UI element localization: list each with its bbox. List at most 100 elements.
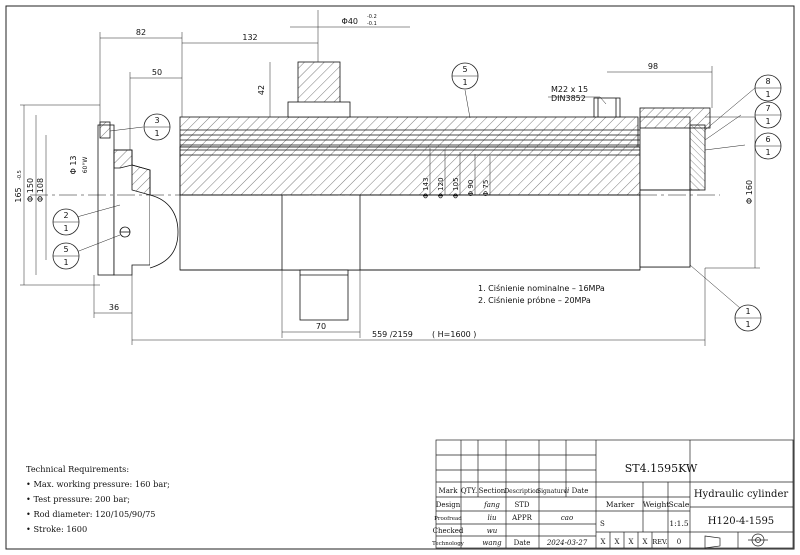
part-name: Hydraulic cylinder: [694, 489, 789, 500]
dim-42: 42: [257, 85, 266, 95]
dim-82: 82: [136, 28, 146, 37]
dim-108: Φ 108: [36, 178, 45, 202]
row-technology-v2: Date: [514, 539, 531, 547]
balloon-bottom: 1: [462, 78, 467, 87]
dim-132: 132: [242, 33, 257, 42]
row-proofread-label: Proofread: [434, 516, 462, 522]
technical-requirements: Technical Requirements: Max. working pre…: [26, 462, 286, 537]
dim-160: Φ 160: [745, 180, 754, 204]
mark-x1: X: [601, 538, 606, 546]
hdr-mark: Mark: [439, 487, 459, 495]
balloon-bottom: 1: [745, 320, 750, 329]
note-test: 2. Ciśnienie próbne – 20MPa: [478, 295, 591, 305]
projection-symbol-icon: [704, 533, 768, 549]
row-proofread-v2: APPR: [511, 514, 532, 522]
balloon-top: 8: [765, 77, 770, 86]
row-design-v2: STD: [514, 501, 529, 509]
title-block-text: ST4.1595KW Hydraulic cylinder H120-4-159…: [432, 462, 788, 547]
dim-inner-143: Φ 143: [422, 177, 430, 198]
balloon-2: 3 1: [143, 113, 171, 141]
dim-stroke: 559 /2159: [372, 330, 413, 339]
row-technology-v3: 2024-03-27: [546, 539, 588, 547]
marker-label: Marker: [606, 500, 635, 509]
dim-m22: M22 x 15: [551, 85, 588, 94]
balloon-top: 5: [63, 245, 68, 254]
balloon-top: 5: [462, 65, 467, 74]
weight-label: Weight: [643, 500, 670, 509]
hdr-date: Date: [572, 487, 589, 495]
mark-x4: X: [643, 538, 648, 546]
dim-60w: 60°W: [82, 157, 89, 174]
tech-req-item: Max. working pressure: 160 bar;: [26, 477, 286, 492]
dim-inner-120: Φ 120: [437, 177, 445, 198]
row-proofread-v3: cao: [561, 514, 573, 522]
balloon-bottom: 1: [765, 148, 770, 157]
hdr-description: Description: [504, 488, 539, 495]
row-proofread-v1: liu: [488, 514, 497, 522]
dim-inner-105: Φ 105: [452, 177, 460, 198]
balloon-top: 6: [765, 135, 770, 144]
dimension-lines: [20, 10, 760, 346]
dim-h-value: ( H=1600 ): [432, 330, 476, 339]
s-label: S: [600, 520, 605, 528]
balloon-5: 8 1: [754, 74, 782, 102]
balloon-8: 1 1: [734, 304, 762, 332]
row-checked-label: Checked: [433, 527, 464, 535]
dim-165-tol: -0.5: [17, 170, 23, 180]
balloon-bottom: 1: [63, 258, 68, 267]
note-nominal: 1. Ciśnienie nominalne – 16MPa: [478, 283, 605, 293]
dim-50: 50: [152, 68, 162, 77]
balloon-top: 7: [765, 104, 770, 113]
balloon-bottom: 1: [765, 90, 770, 99]
dim-40-tol-up: -0.2: [367, 14, 377, 20]
row-design-v3: li: [565, 487, 569, 495]
balloon-leaders: [65, 87, 756, 309]
tech-req-title: Technical Requirements:: [26, 464, 130, 474]
dim-150: Φ 150: [26, 178, 35, 202]
tech-req-list: Max. working pressure: 160 bar; Test pre…: [26, 477, 286, 537]
balloon-top: 2: [63, 211, 68, 220]
dim-70: 70: [316, 322, 326, 331]
balloon-6: 7 1: [754, 101, 782, 129]
balloon-top: 3: [154, 116, 159, 125]
row-checked-v1: wu: [487, 527, 498, 535]
balloon-top: 1: [745, 307, 750, 316]
dim-36: 36: [109, 303, 119, 312]
dimension-labels: 82 132 50 42 Φ40 -0.2 -0.1 98 36 70 559 …: [14, 14, 754, 339]
pressure-notes: 1. Ciśnienie nominalne – 16MPa 2. Ciśnie…: [478, 283, 605, 305]
dim-din: DIN3852: [551, 94, 586, 103]
mark-x2: X: [615, 538, 620, 546]
balloon-1: 5 1: [451, 62, 479, 90]
row-design-v1: fang: [483, 501, 500, 509]
cylinder-drawing: [30, 61, 720, 321]
scale-value: 1:1.5: [669, 519, 688, 528]
tech-req-item: Test pressure: 200 bar;: [26, 492, 286, 507]
balloon-bottom: 1: [63, 224, 68, 233]
tech-req-item: Stroke: 1600: [26, 522, 286, 537]
dim-inner-75: Φ 75: [482, 180, 490, 197]
tech-req-item: Rod diameter: 120/105/90/75: [26, 507, 286, 522]
dim-40: Φ40: [342, 17, 358, 26]
hdr-signature: Signature: [537, 488, 567, 495]
dim-98: 98: [648, 62, 658, 71]
rev-label: REV.: [652, 538, 667, 546]
mark-x3: X: [629, 538, 634, 546]
row-technology-v1: wang: [482, 539, 502, 547]
sheet-border: [5, 5, 795, 550]
drawing-number: ST4.1595KW: [625, 462, 698, 475]
balloon-bottom: 1: [765, 117, 770, 126]
balloon-3: 2 1: [52, 208, 80, 236]
hdr-qty: QTY.: [461, 487, 477, 495]
row-design-label: Design: [436, 501, 461, 509]
title-block: [435, 439, 794, 549]
rev-value: 0: [677, 538, 681, 546]
dim-165: 165: [14, 187, 23, 202]
hdr-section: Section: [479, 487, 506, 495]
scale-label: Scale: [669, 500, 690, 509]
dim-40-tol-dn: -0.1: [367, 21, 377, 27]
dim-13: Φ 13: [69, 155, 78, 174]
balloon-bottom: 1: [154, 129, 159, 138]
balloon-7: 6 1: [754, 132, 782, 160]
balloon-4: 5 1: [52, 242, 80, 270]
